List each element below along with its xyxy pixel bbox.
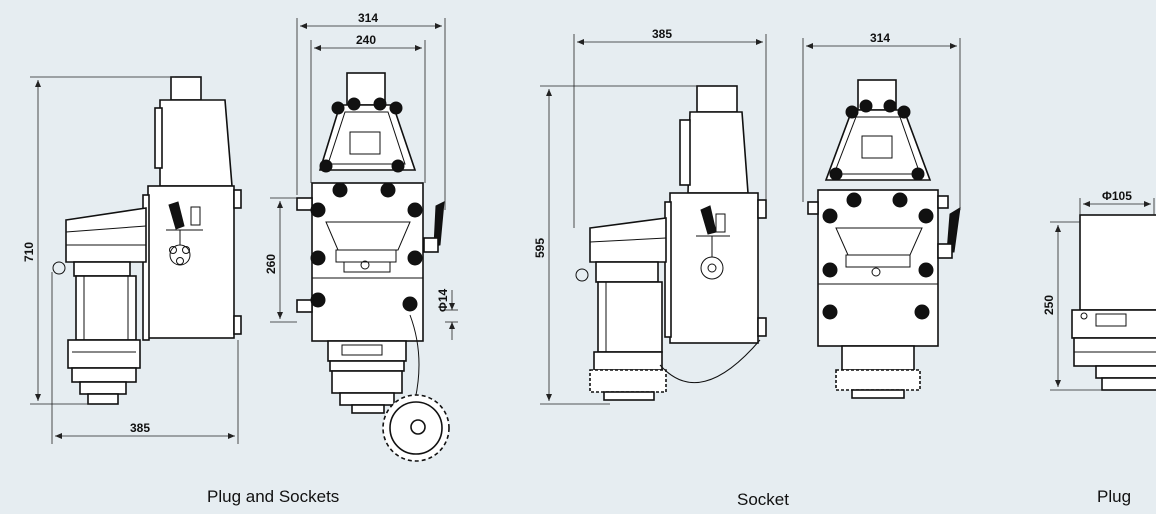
dim-phi14: Φ14 [436,288,450,312]
dim-260: 260 [264,254,278,274]
dim-250: 250 [1042,295,1056,315]
dim-240: 240 [356,33,376,47]
plug-view: Φ105 250 [1042,189,1156,391]
dim-314-socket: 314 [870,31,890,45]
caption-plug: Plug [1097,487,1131,506]
dim-595: 595 [533,238,547,258]
plug-and-sockets-side-view: 710 385 [22,76,242,444]
dim-385-socket: 385 [652,27,672,41]
caption-plug-and-sockets: Plug and Sockets [207,487,339,506]
dim-phi105: Φ105 [1102,189,1132,203]
socket-front-view: 314 [802,31,961,399]
dim-314-front: 314 [358,11,378,25]
socket-side-view: 385 595 [533,27,767,405]
plug-and-sockets-front-view: 314 240 260 Φ14 [264,11,458,462]
dim-710: 710 [22,242,36,262]
dim-385-side: 385 [130,421,150,435]
caption-socket: Socket [737,490,789,509]
